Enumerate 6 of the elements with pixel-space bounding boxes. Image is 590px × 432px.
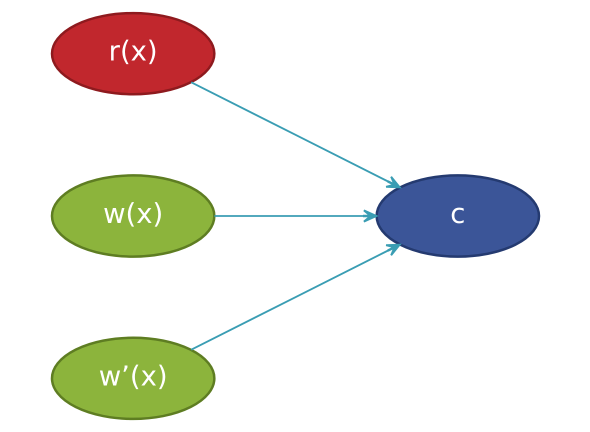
node-ellipse: w(x) [50,174,216,258]
node-ellipse: r(x) [50,12,216,96]
arrow [214,209,377,223]
arrow [190,81,400,188]
node-ellipse: w’(x) [50,336,216,420]
arrow [190,244,400,351]
